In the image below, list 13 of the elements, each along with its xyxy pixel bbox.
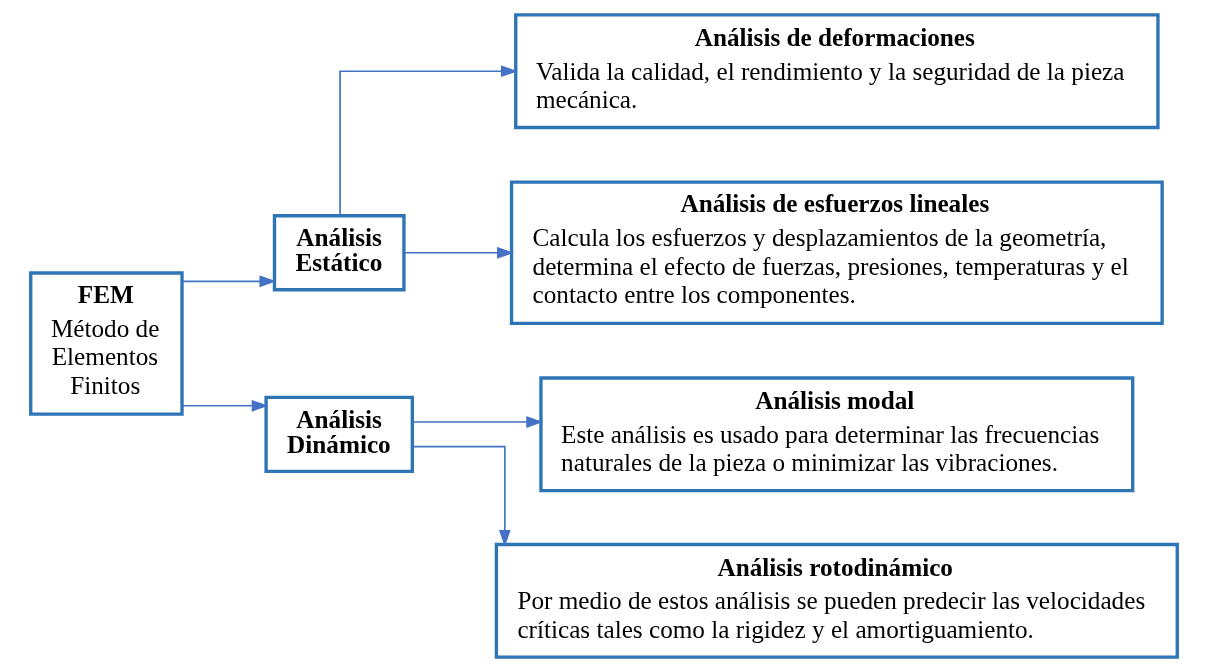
arrow: [412, 445, 511, 547]
arrow: [403, 246, 514, 259]
arrow: [411, 416, 544, 428]
node-box: Análisis Dinámico: [264, 395, 415, 473]
node-box: Análisis de esfuerzos lineales Calcula los esfuerzos y desplazamientos de la geometría, determina el efecto de fuerzas, presiones, temperaturas y el contacto entre los componentes.: [509, 180, 1164, 326]
node-box: FEM Método de Elementos Finitos: [29, 271, 184, 416]
node-box: Análisis modal Este análisis es usado para determinar las frecuencias naturales de la pieza o minimizar las vibraciones.: [539, 376, 1135, 493]
node-box: Análisis rotodinámico Por medio de estos análisis se pueden predecir las velocidades críticas tales como la rigidez y el amortiguamiento.: [494, 542, 1179, 659]
node-box: Análisis de deformaciones Valida la calidad, el rendimiento y la seguridad de la pieza mecánica.: [514, 13, 1160, 130]
arrow: [339, 65, 518, 217]
arrow: [181, 399, 269, 412]
node-box: Análisis Estático: [272, 214, 406, 292]
arrow: [181, 275, 277, 288]
